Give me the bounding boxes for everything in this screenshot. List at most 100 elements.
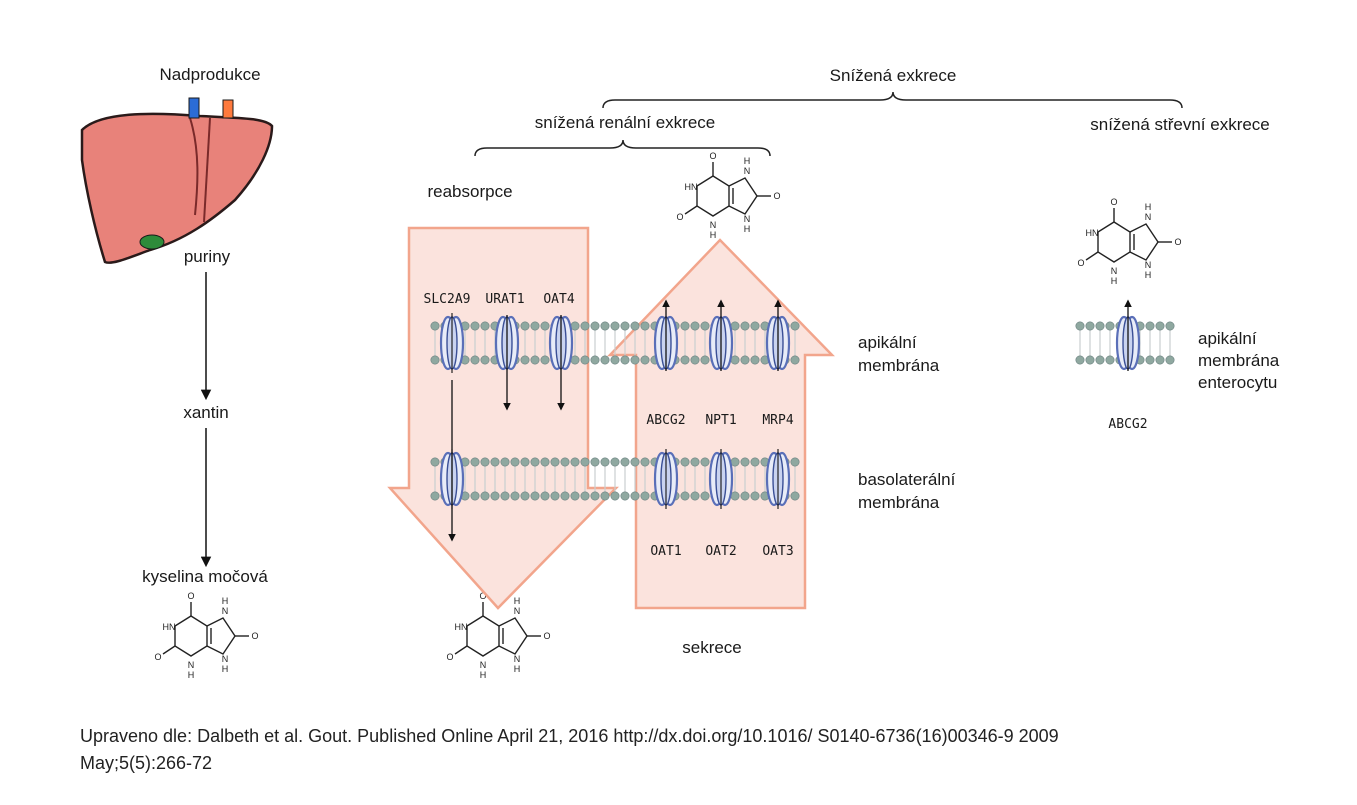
svg-text:O: O	[773, 191, 780, 201]
svg-text:O: O	[676, 212, 683, 222]
reduced-intestinal-label: snížená střevní exkrece	[1090, 115, 1270, 134]
transporter-npt1	[708, 299, 734, 371]
secretion-basolateral-labels: OAT1 OAT2 OAT3	[650, 544, 793, 559]
secretion-label: sekrece	[682, 638, 742, 657]
reduced-excretion-label: Snížená exkrece	[830, 66, 957, 85]
transporter-mrp4	[765, 299, 791, 371]
transporter-oat1	[653, 449, 679, 509]
svg-text:O: O	[479, 591, 486, 601]
transporter-label-abcg2: ABCG2	[646, 413, 685, 428]
svg-text:O: O	[709, 151, 716, 161]
reduced-renal-label: snížená renální exkrece	[535, 113, 716, 132]
reabsorption-label: reabsorpce	[427, 182, 512, 201]
purines-label: puriny	[184, 247, 231, 266]
uric-acid-label: kyselina močová	[142, 567, 268, 586]
svg-text:H: H	[744, 156, 751, 166]
svg-text:HN: HN	[163, 622, 176, 632]
svg-text:HN: HN	[455, 622, 468, 632]
liver-shape	[80, 112, 274, 264]
svg-text:H: H	[480, 670, 487, 680]
svg-text:H: H	[1145, 270, 1152, 280]
enterocyte-membrane-label: apikální membrána enterocytu	[1198, 329, 1280, 392]
transporter-label-oat3: OAT3	[762, 544, 793, 559]
svg-text:H: H	[710, 230, 717, 240]
svg-text:H: H	[514, 664, 521, 674]
svg-text:N: N	[222, 606, 229, 616]
transporter-label-mrp4: MRP4	[762, 413, 793, 428]
svg-text:basolaterální: basolaterální	[858, 470, 956, 489]
svg-text:H: H	[1145, 202, 1152, 212]
reabsorption-arrow	[387, 226, 619, 610]
transporter-label-intestinal-abcg2: ABCG2	[1108, 417, 1147, 432]
reabsorption-apical-labels: SLC2A9 URAT1 OAT4	[424, 292, 575, 307]
svg-text:O: O	[1077, 258, 1084, 268]
svg-text:H: H	[222, 664, 229, 674]
svg-text:O: O	[543, 631, 550, 641]
svg-text:H: H	[188, 670, 195, 680]
svg-text:apikální: apikální	[1198, 329, 1257, 348]
svg-text:N: N	[744, 214, 751, 224]
svg-text:O: O	[251, 631, 258, 641]
svg-text:H: H	[514, 596, 521, 606]
svg-text:N: N	[1145, 212, 1152, 222]
svg-text:membrána: membrána	[1198, 351, 1280, 370]
uric-acid-molecules: OOOHNNHNHNHOOOHNNHNHNHOOOHNNHNHNHOOOHNNH…	[154, 151, 1181, 680]
svg-text:O: O	[154, 652, 161, 662]
svg-text:N: N	[188, 660, 195, 670]
svg-text:N: N	[710, 220, 717, 230]
orange-vessel	[222, 99, 234, 119]
transporter-label-oat2: OAT2	[705, 544, 736, 559]
svg-text:apikální: apikální	[858, 333, 917, 352]
liver-illustration	[80, 97, 274, 264]
svg-text:N: N	[514, 606, 521, 616]
transporter-label-npt1: NPT1	[705, 413, 736, 428]
svg-text:H: H	[744, 224, 751, 234]
liver-vessel	[203, 117, 211, 223]
transporter-label-slc2a9: SLC2A9	[424, 292, 471, 307]
transporter-intestinal-abcg2	[1115, 299, 1141, 371]
transporter-slc2a9	[439, 313, 465, 373]
svg-text:N: N	[1111, 266, 1118, 276]
svg-text:membrána: membrána	[858, 356, 940, 375]
transporter-label-oat1: OAT1	[650, 544, 681, 559]
svg-text:N: N	[514, 654, 521, 664]
svg-text:O: O	[1174, 237, 1181, 247]
svg-text:enterocytu: enterocytu	[1198, 373, 1277, 392]
svg-text:N: N	[480, 660, 487, 670]
transporter-oat3	[765, 449, 791, 509]
transporter-label-urat1: URAT1	[485, 292, 524, 307]
gallbladder	[139, 234, 165, 250]
blue-vessel	[188, 97, 200, 119]
svg-text:O: O	[187, 591, 194, 601]
transporter-urat1	[494, 315, 520, 411]
svg-text:membrána: membrána	[858, 493, 940, 512]
citation-line1: Upraveno dle: Dalbeth et al. Gout. Publi…	[80, 726, 1059, 746]
svg-text:H: H	[222, 596, 229, 606]
transporter-oat2	[708, 449, 734, 509]
svg-text:HN: HN	[1086, 228, 1099, 238]
xanthine-label: xantin	[183, 403, 228, 422]
overproduction-label: Nadprodukce	[159, 65, 260, 84]
svg-text:N: N	[744, 166, 751, 176]
transporters	[439, 299, 1141, 509]
apical-membrane-label: apikální membrána	[858, 333, 940, 375]
transporter-oat4	[548, 315, 574, 411]
brace-reduced-excretion	[602, 91, 1183, 109]
transporter-abcg2	[653, 299, 679, 371]
svg-text:N: N	[222, 654, 229, 664]
svg-text:H: H	[1111, 276, 1118, 286]
transporter-label-oat4: OAT4	[543, 292, 574, 307]
secretion-apical-labels: ABCG2 NPT1 MRP4	[646, 413, 793, 428]
basolateral-membrane-label: basolaterální membrána	[858, 470, 956, 512]
svg-text:O: O	[446, 652, 453, 662]
svg-text:N: N	[1145, 260, 1152, 270]
svg-text:O: O	[1110, 197, 1117, 207]
citation-line2: May;5(5):266-72	[80, 753, 212, 773]
liver-ligament	[189, 117, 199, 216]
